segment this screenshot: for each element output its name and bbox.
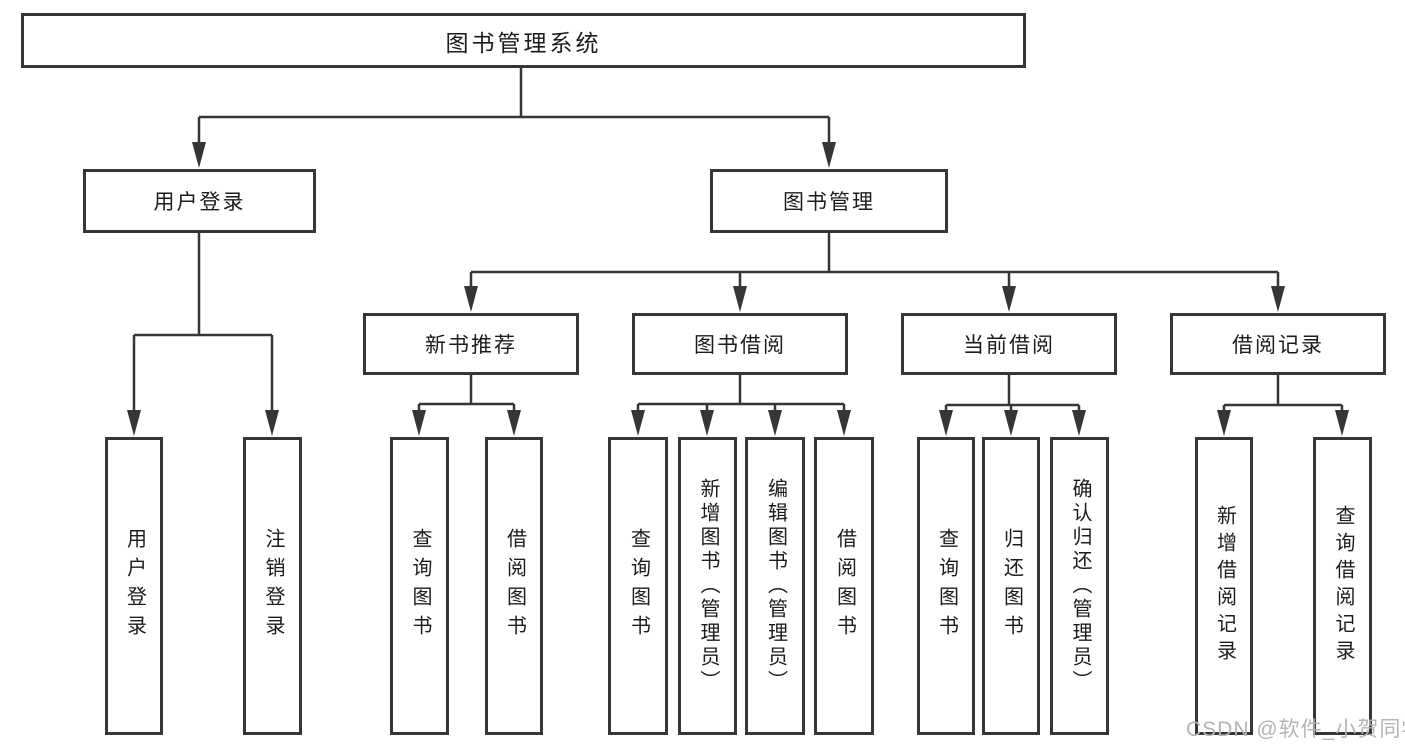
leaf-logout-login-label: 注销登录 [262, 528, 284, 644]
leaf-borrow-books-recommend-label: 借阅图书 [503, 528, 526, 644]
leaf-query-books-current-label: 查询图书 [935, 528, 958, 644]
leaf-borrow-books-borrow: 借阅图书 [814, 437, 874, 735]
leaf-add-borrow-record: 新增借阅记录 [1195, 437, 1253, 735]
leaf-query-books-recommend-label: 查询图书 [409, 528, 431, 644]
leaf-query-books-recommend: 查询图书 [390, 437, 449, 735]
node-root: 图书管理系统 [21, 13, 1026, 68]
leaf-add-borrow-record-label: 新增借阅记录 [1213, 505, 1236, 667]
leaf-logout-login: 注销登录 [243, 437, 302, 735]
leaf-query-books-current: 查询图书 [917, 437, 975, 735]
connector-current-borrow [939, 375, 1086, 436]
connector-user-login [127, 233, 279, 436]
node-book-borrow: 图书借阅 [632, 313, 848, 375]
leaf-add-books-admin-label: 新增图书（管理员） [697, 478, 719, 694]
leaf-query-books-borrow-label: 查询图书 [627, 528, 650, 644]
node-current-borrow-label: 当前借阅 [963, 334, 1055, 357]
csdn-watermark: CSDN @软件_小贺同学 [1186, 718, 1405, 741]
connector-new-book-recommend [412, 375, 521, 436]
leaf-add-books-admin: 新增图书（管理员） [678, 437, 737, 735]
node-borrow-records: 借阅记录 [1170, 313, 1386, 375]
node-book-management: 图书管理 [710, 169, 948, 233]
leaf-edit-books-admin-label: 编辑图书（管理员） [764, 478, 787, 694]
connector-book-management [464, 233, 1285, 312]
leaf-query-borrow-record: 查询借阅记录 [1313, 437, 1372, 735]
node-new-book-recommend: 新书推荐 [363, 313, 579, 375]
node-borrow-records-label: 借阅记录 [1232, 334, 1324, 357]
connector-book-borrow [631, 375, 851, 436]
node-new-book-recommend-label: 新书推荐 [425, 334, 517, 357]
leaf-query-borrow-record-label: 查询借阅记录 [1332, 505, 1354, 667]
node-book-management-label: 图书管理 [783, 191, 875, 214]
leaf-query-books-borrow: 查询图书 [608, 437, 668, 735]
leaf-edit-books-admin: 编辑图书（管理员） [745, 437, 805, 735]
node-user-login: 用户登录 [83, 169, 316, 233]
leaf-return-books-label: 归还图书 [1000, 528, 1023, 644]
connector-root-to-level2 [192, 68, 836, 168]
leaf-user-login-label: 用户登录 [123, 528, 146, 644]
node-root-label: 图书管理系统 [445, 29, 602, 56]
leaf-borrow-books-recommend: 借阅图书 [485, 437, 543, 735]
connector-borrow-records [1217, 375, 1349, 436]
node-user-login-label: 用户登录 [153, 191, 246, 214]
leaf-confirm-return-admin-label: 确认归还（管理员） [1069, 478, 1091, 694]
node-book-borrow-label: 图书借阅 [694, 334, 786, 357]
leaf-user-login: 用户登录 [105, 437, 163, 735]
node-current-borrow: 当前借阅 [901, 313, 1117, 375]
leaf-confirm-return-admin: 确认归还（管理员） [1050, 437, 1109, 735]
leaf-return-books: 归还图书 [982, 437, 1040, 735]
leaf-borrow-books-borrow-label: 借阅图书 [833, 528, 856, 644]
